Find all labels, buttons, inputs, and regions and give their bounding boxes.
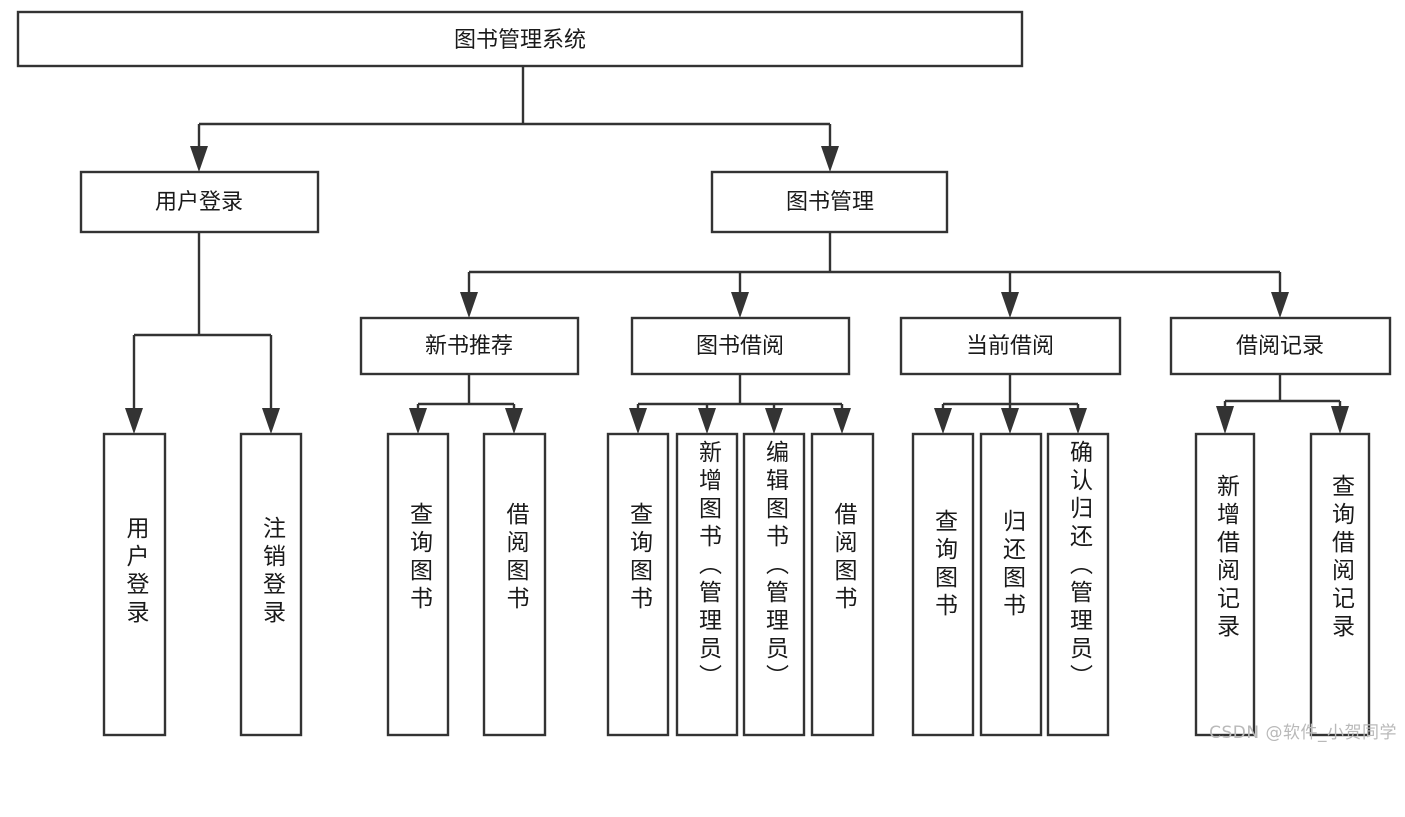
node-book-borrow-box[interactable] <box>630 316 851 376</box>
arrowhead-leaf-query-book-current <box>934 408 952 434</box>
node-leaf-confirm-return-admin-box[interactable] <box>1046 432 1110 737</box>
diagram-canvas: 图书管理系统 用户登录 图书管理 新书推荐 图书借阅 当前借阅 借阅记录 <box>16 10 1392 737</box>
arrowhead-leaf-edit-book-admin <box>765 408 783 434</box>
node-user-login-box[interactable] <box>79 170 320 234</box>
node-leaf-query-borrow-record-box[interactable] <box>1309 432 1371 737</box>
arrowhead-new-book-recommend <box>460 292 478 318</box>
arrowhead-leaf-borrow-book <box>833 408 851 434</box>
node-user-login-label: 用户登录 <box>155 190 243 215</box>
connector-layer <box>125 66 1349 434</box>
arrowhead-book-management <box>821 146 839 172</box>
node-leaf-return-book-box[interactable] <box>979 432 1043 737</box>
node-leaf-add-borrow-record-box[interactable] <box>1194 432 1256 737</box>
arrowhead-leaf-confirm-return-admin <box>1069 408 1087 434</box>
arrowhead-leaf-query-book-recommend <box>409 408 427 434</box>
csdn-watermark: CSDN @软件_小贺同学 <box>1209 723 1397 743</box>
node-leaf-add-book-admin-box[interactable] <box>675 432 739 737</box>
arrowhead-user-login <box>190 146 208 172</box>
arrowhead-current-borrow <box>1001 292 1019 318</box>
node-new-book-recommend-label: 新书推荐 <box>425 334 513 359</box>
arrowhead-leaf-add-borrow-record <box>1216 406 1234 434</box>
arrowhead-leaf-user-login <box>125 408 143 434</box>
arrowhead-leaf-return-book <box>1001 408 1019 434</box>
node-borrow-record-box[interactable] <box>1169 316 1392 376</box>
node-book-management-box[interactable] <box>710 170 949 234</box>
node-root-box[interactable] <box>16 10 1024 68</box>
node-leaf-borrow-book-box[interactable] <box>810 432 875 737</box>
arrowhead-leaf-add-book-admin <box>698 408 716 434</box>
node-leaf-user-login-box[interactable] <box>102 432 167 737</box>
node-current-borrow-box[interactable] <box>899 316 1122 376</box>
arrowhead-leaf-logout <box>262 408 280 434</box>
node-leaf-edit-book-admin-box[interactable] <box>742 432 806 737</box>
node-leaf-logout-box[interactable] <box>239 432 303 737</box>
node-new-book-recommend-box[interactable] <box>359 316 580 376</box>
node-book-borrow-label: 图书借阅 <box>696 334 784 359</box>
arrowhead-book-borrow <box>731 292 749 318</box>
node-leaf-query-book-recommend-box[interactable] <box>386 432 450 737</box>
flowchart-diagram: 图书管理系统 用户登录 图书管理 新书推荐 图书借阅 当前借阅 借阅记录 <box>16 10 1397 743</box>
node-leaf-query-book-current-box[interactable] <box>911 432 975 737</box>
node-leaf-query-book-borrow-box[interactable] <box>606 432 670 737</box>
arrowhead-leaf-query-book-borrow <box>629 408 647 434</box>
arrowhead-leaf-borrow-book-recommend <box>505 408 523 434</box>
arrowhead-leaf-query-borrow-record <box>1331 406 1349 434</box>
node-borrow-record-label: 借阅记录 <box>1236 334 1324 359</box>
node-book-management-label: 图书管理 <box>786 190 874 215</box>
node-root-label: 图书管理系统 <box>454 28 586 53</box>
node-current-borrow-label: 当前借阅 <box>966 334 1054 359</box>
node-leaf-borrow-book-recommend-box[interactable] <box>482 432 547 737</box>
arrowhead-borrow-record <box>1271 292 1289 318</box>
node-layer: 图书管理系统 用户登录 图书管理 新书推荐 图书借阅 当前借阅 借阅记录 <box>16 10 1392 737</box>
